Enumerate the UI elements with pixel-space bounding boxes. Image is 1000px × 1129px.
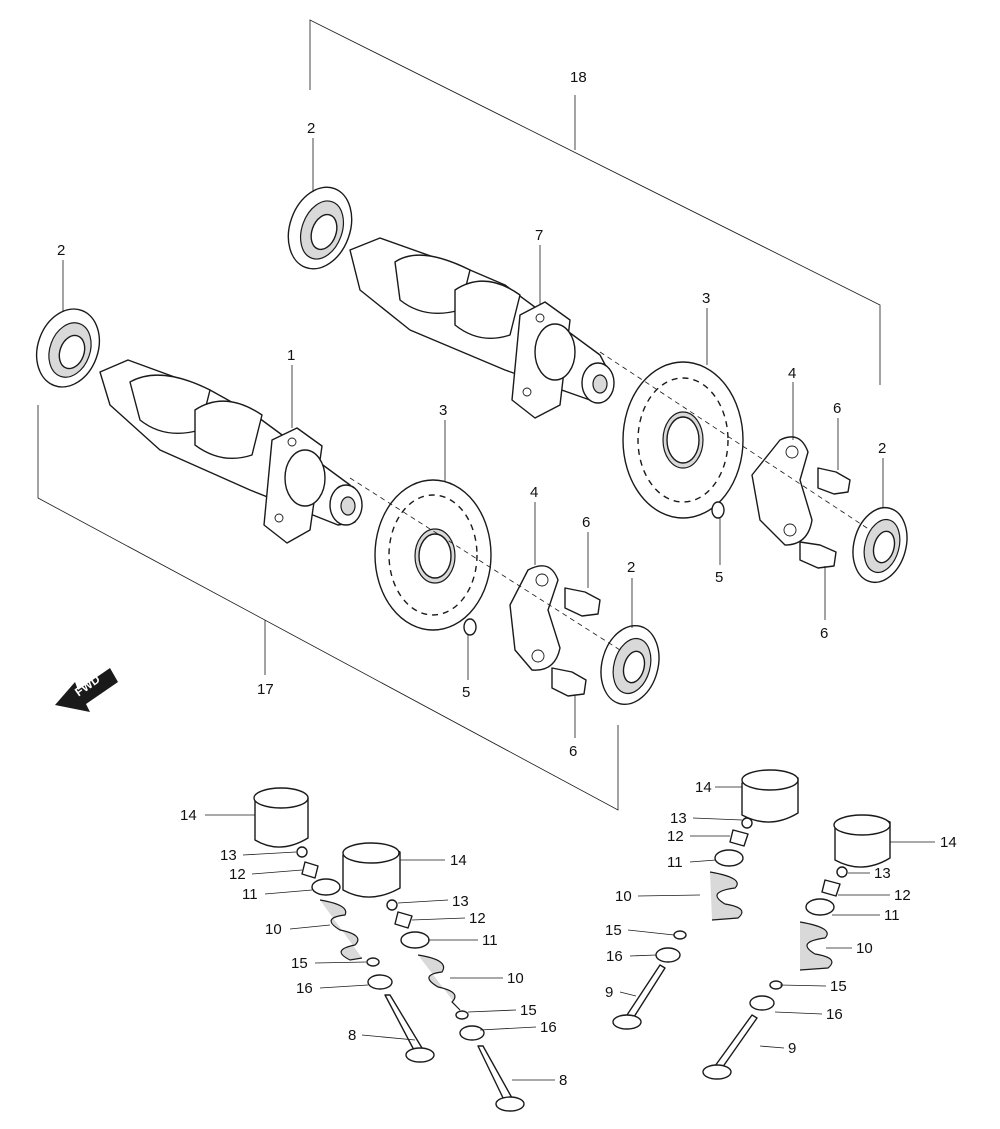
callout-12-c: 12 <box>667 828 684 845</box>
callout-10-b: 10 <box>507 970 524 987</box>
callout-4-upper: 4 <box>788 365 796 382</box>
leader-lines <box>62 138 935 1081</box>
callout-2-lower-right: 2 <box>627 559 635 576</box>
callout-13-c: 13 <box>670 810 687 827</box>
callout-14-c: 14 <box>695 779 712 796</box>
callout-10-a: 10 <box>265 921 282 938</box>
callout-12-d: 12 <box>894 887 911 904</box>
callout-5-lower: 5 <box>462 684 470 701</box>
callout-3-lower: 3 <box>439 402 447 419</box>
upper-camshaft <box>349 237 615 404</box>
callout-6-lower: 6 <box>582 514 590 531</box>
upper-bearing <box>287 186 353 270</box>
callout-9-c: 9 <box>605 984 613 1001</box>
callout-16-b: 16 <box>540 1019 557 1036</box>
upper-dowel-pin <box>711 501 725 519</box>
callout-3-upper: 3 <box>702 290 710 307</box>
callout-13-d: 13 <box>874 865 891 882</box>
valve-group-c <box>612 769 799 1030</box>
lower-dowel-pin <box>463 618 477 636</box>
callout-15-c: 15 <box>605 922 622 939</box>
callout-11-c: 11 <box>667 854 683 871</box>
callout-12-a: 12 <box>229 866 246 883</box>
callout-16-c: 16 <box>606 948 623 965</box>
callout-15-d: 15 <box>830 978 847 995</box>
callout-6-lower-bottom: 6 <box>569 743 577 760</box>
callouts: 18 2 2 7 1 3 3 4 4 6 6 2 2 5 5 6 6 17 14… <box>57 69 957 1089</box>
callout-14-a: 14 <box>180 807 197 824</box>
callout-15-b: 15 <box>520 1002 537 1019</box>
lower-cam-plate <box>509 565 561 671</box>
upper-camshaft-flange <box>511 301 576 419</box>
callout-6-upper: 6 <box>833 400 841 417</box>
callout-16-d: 16 <box>826 1006 843 1023</box>
callout-2-lower-bearing: 2 <box>57 242 65 259</box>
callout-2-upper-bearing: 2 <box>307 120 315 137</box>
callout-1: 1 <box>287 347 295 364</box>
lower-bolts <box>551 587 601 697</box>
callout-17: 17 <box>257 681 274 698</box>
upper-bolts <box>799 467 851 569</box>
lower-left-bearing <box>35 308 101 388</box>
lower-camshaft-flange <box>263 427 326 544</box>
callout-9-d: 9 <box>788 1040 796 1057</box>
valve-group-d <box>702 814 891 1080</box>
callout-13-a: 13 <box>220 847 237 864</box>
upper-cam-plate <box>751 436 813 546</box>
callout-12-b: 12 <box>469 910 486 927</box>
callout-5-upper: 5 <box>715 569 723 586</box>
callout-8-a: 8 <box>348 1027 356 1044</box>
callout-11-b: 11 <box>482 932 498 949</box>
lower-sprocket <box>374 479 492 631</box>
lower-right-bearing <box>600 624 660 706</box>
upper-sprocket <box>622 361 744 519</box>
callout-14-d: 14 <box>940 834 957 851</box>
callout-16-a: 16 <box>296 980 313 997</box>
callout-7: 7 <box>535 227 543 244</box>
valve-group-b <box>342 842 525 1112</box>
callout-15-a: 15 <box>291 955 308 972</box>
assembly-17-bracket <box>37 405 619 811</box>
lower-camshaft <box>99 359 363 526</box>
callout-13-b: 13 <box>452 893 469 910</box>
assembly-18-bracket <box>309 19 881 385</box>
callout-2-upper-right: 2 <box>878 440 886 457</box>
callout-11-d: 11 <box>884 907 900 924</box>
valve-group-a <box>253 787 435 1063</box>
callout-4-lower: 4 <box>530 484 538 501</box>
callout-10-c: 10 <box>615 888 632 905</box>
fwd-arrow-icon: FWD <box>55 668 118 712</box>
callout-8-b: 8 <box>559 1072 567 1089</box>
callout-11-a: 11 <box>242 886 258 903</box>
callout-14-b: 14 <box>450 852 467 869</box>
upper-right-bearing <box>852 506 908 584</box>
callout-6-upper-bottom: 6 <box>820 625 828 642</box>
callout-18: 18 <box>570 69 587 86</box>
callout-10-d: 10 <box>856 940 873 957</box>
